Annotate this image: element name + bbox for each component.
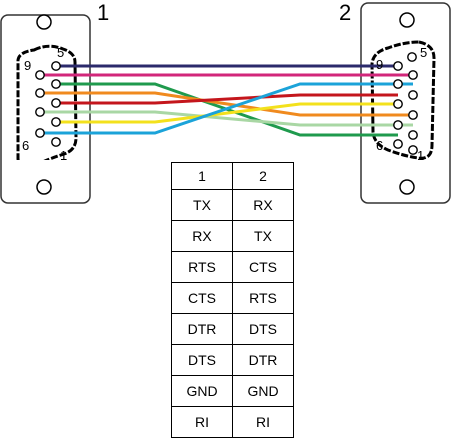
connector-1-pin <box>35 128 45 138</box>
connector-1-pin <box>51 98 61 108</box>
wire-6 <box>40 110 413 127</box>
connector-1-screw-hole-bottom <box>36 179 52 195</box>
connector-2-pin <box>393 61 403 71</box>
wire-8 <box>40 82 413 135</box>
connector-2-pin <box>408 145 418 155</box>
connector-1-pin <box>51 137 61 147</box>
table-cell: TX <box>171 189 233 221</box>
connector-2-plate-lower <box>360 160 451 204</box>
connector-1-plate-lower <box>0 160 91 204</box>
connector-2-pin <box>408 130 418 140</box>
connector-2-screw-hole-bottom <box>399 179 415 195</box>
connector-1-screw-hole-top <box>36 14 52 30</box>
table-cell: GND <box>171 375 233 407</box>
table-cell: TX <box>232 220 294 252</box>
plates-lower <box>0 160 451 204</box>
connector-2-pin1-label: 1 <box>417 148 424 160</box>
table-cell: RTS <box>171 251 233 283</box>
wires <box>40 64 413 137</box>
pins <box>35 52 418 155</box>
cable-drawing: 5 9 6 1 5 9 6 1 <box>0 2 451 160</box>
connector-2-screw-hole-top <box>399 12 415 28</box>
connector-1-pin1-label: 1 <box>60 148 67 160</box>
wire-5 <box>56 93 398 105</box>
table-cell: DTS <box>232 313 294 345</box>
connector-1-pin9-label: 9 <box>24 58 31 73</box>
table-cell: RTS <box>232 282 294 314</box>
connector-2-pin9-label: 9 <box>376 57 383 72</box>
connector-2-pin <box>408 90 418 100</box>
table-cell: RI <box>171 406 233 438</box>
table-cell: DTS <box>171 344 233 376</box>
connector-1-pin <box>35 107 45 117</box>
connector-2-pin <box>408 70 418 80</box>
connector-1-pin <box>51 61 61 71</box>
connector-1-pin <box>35 70 45 80</box>
table-header-cell: 2 <box>232 162 294 190</box>
connector-1 <box>0 14 91 160</box>
table-cell: DTR <box>232 344 294 376</box>
connector-2-d-shell <box>370 40 436 160</box>
table-header-cell: 1 <box>171 162 233 190</box>
connector-1-pin6-label: 6 <box>22 138 29 153</box>
connector-2-pin6-label: 6 <box>376 138 383 153</box>
table-cell: CTS <box>232 251 294 283</box>
connector-1-pin <box>51 117 61 127</box>
connector-1-pin <box>51 79 61 89</box>
table-cell: RX <box>171 220 233 252</box>
connector-1-label: 1 <box>97 0 110 25</box>
wire-7 <box>56 102 398 124</box>
connector-2-pin <box>407 52 417 62</box>
connector-2-pin <box>393 79 403 89</box>
connector-2 <box>360 2 451 160</box>
connector-1-pin5-label: 5 <box>57 45 64 60</box>
connector-2-label: 2 <box>339 0 352 25</box>
wire-4 <box>40 91 413 117</box>
connector-2-pin <box>393 139 403 149</box>
table-cell: GND <box>232 375 294 407</box>
connector-2-pin <box>393 120 403 130</box>
connector-2-pin5-label: 5 <box>420 45 427 60</box>
table-cell: DTR <box>171 313 233 345</box>
table-cell: CTS <box>171 282 233 314</box>
connector-1-pin <box>35 88 45 98</box>
connector-2-pin <box>393 99 403 109</box>
connector-2-pin <box>408 110 418 120</box>
table-cell: RI <box>232 406 294 438</box>
table-cell: RX <box>232 189 294 221</box>
